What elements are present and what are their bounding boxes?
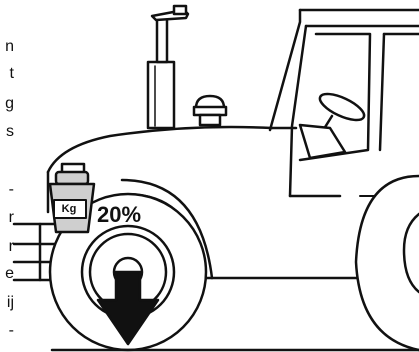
rear-wheel (356, 176, 419, 350)
percentage-label: 20% (97, 202, 141, 228)
tractor-cab (270, 10, 419, 196)
beacon-light (194, 96, 226, 125)
exhaust-pipe (148, 6, 188, 128)
weight-label: Kg (55, 203, 83, 215)
ballast-weight-icon (50, 164, 94, 232)
